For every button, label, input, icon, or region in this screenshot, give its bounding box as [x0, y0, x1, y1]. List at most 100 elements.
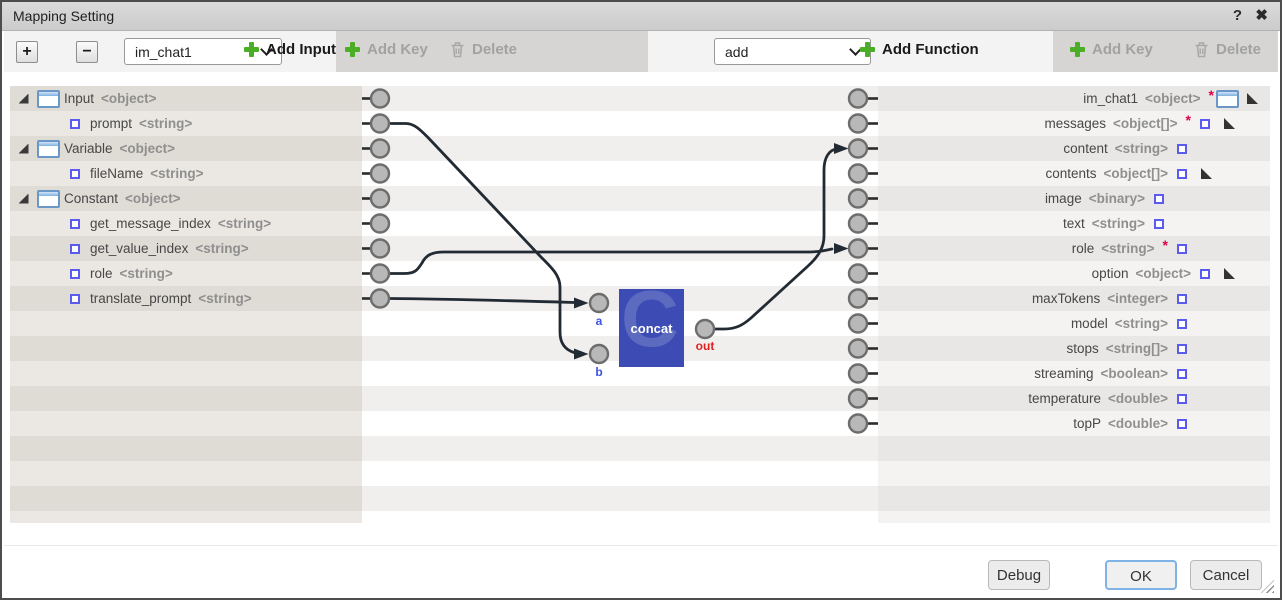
ok-button[interactable]: OK: [1105, 560, 1177, 590]
left-tree-row-role[interactable]: role <string>: [10, 261, 362, 286]
arrowhead-icon: [574, 297, 589, 309]
field-square-icon: [1168, 293, 1195, 304]
right-tree-row-model[interactable]: model<string>: [878, 311, 1270, 336]
port-right-content[interactable]: [847, 138, 869, 159]
arrowhead-icon: [834, 143, 849, 154]
left-tree-row-fileName[interactable]: fileName<string>: [10, 161, 362, 186]
right-tree-row-text[interactable]: text<string>: [878, 211, 1270, 236]
field-name: stops: [1066, 341, 1099, 356]
debug-button[interactable]: Debug: [988, 560, 1050, 590]
left-tree-row-Input[interactable]: Input<object>: [10, 86, 362, 111]
field-name: messages: [1044, 116, 1107, 131]
field-type: <string>: [150, 166, 204, 181]
function-select[interactable]: add: [714, 38, 871, 65]
expand-all-button[interactable]: +: [16, 41, 38, 63]
right-tree-row-temperature[interactable]: temperature<double>: [878, 386, 1270, 411]
port-right-image[interactable]: [847, 188, 869, 209]
port-right-model[interactable]: [847, 313, 869, 334]
left-tree-row-Constant[interactable]: Constant<object>: [10, 186, 362, 211]
tree-expander-icon[interactable]: [1195, 168, 1218, 179]
port-left-get_value_index[interactable]: [369, 238, 391, 259]
right-tree-row-content[interactable]: content<string>: [878, 136, 1270, 161]
field-name: option: [1091, 266, 1129, 281]
port-right-contents[interactable]: [847, 163, 869, 184]
tree-expander-icon[interactable]: [14, 193, 33, 204]
add-function-button[interactable]: Add Function: [860, 41, 979, 58]
field-type: <string>: [139, 116, 193, 131]
field-type: <boolean>: [1100, 366, 1168, 381]
tree-expander-icon[interactable]: [1218, 118, 1241, 129]
left-tree-row-get_message_index[interactable]: get_message_index<string>: [10, 211, 362, 236]
port-left-role[interactable]: [369, 263, 391, 284]
field-type: <string>: [119, 266, 173, 281]
object-window-icon: [1214, 89, 1241, 108]
port-right-role[interactable]: [847, 238, 869, 259]
cancel-button[interactable]: Cancel: [1190, 560, 1262, 590]
dialog-titlebar[interactable]: Mapping Setting ? ✖: [2, 2, 1280, 31]
delete-right-button[interactable]: Delete: [1194, 41, 1261, 58]
plus-icon: [860, 42, 875, 57]
port-concat-a[interactable]: [588, 292, 610, 314]
resize-grip[interactable]: [1261, 580, 1274, 593]
tree-expander-icon[interactable]: [1241, 93, 1264, 104]
port-left-translate_prompt[interactable]: [369, 288, 391, 309]
port-left-Input[interactable]: [369, 88, 391, 109]
port-right-topP[interactable]: [847, 413, 869, 434]
add-key-left-button[interactable]: Add Key: [345, 41, 428, 58]
right-tree-row-contents[interactable]: contents<object[]>: [878, 161, 1270, 186]
right-tree-row-image[interactable]: image<binary>: [878, 186, 1270, 211]
port-concat-b[interactable]: [588, 343, 610, 365]
tree-expander-icon[interactable]: [1218, 268, 1241, 279]
right-tree-row-maxTokens[interactable]: maxTokens<integer>: [878, 286, 1270, 311]
right-tree-row-streaming[interactable]: streaming<boolean>: [878, 361, 1270, 386]
tree-expander-icon[interactable]: [14, 93, 33, 104]
add-input-button[interactable]: Add Input: [244, 41, 336, 58]
right-tree-row-stops[interactable]: stops<string[]>: [878, 336, 1270, 361]
mapping-canvas[interactable]: C concat a b out: [362, 86, 878, 523]
port-left-Variable[interactable]: [369, 138, 391, 159]
field-name: Constant: [64, 191, 119, 206]
function-block-concat[interactable]: C concat: [619, 289, 684, 367]
plus-icon: [345, 42, 360, 57]
right-tree-row-messages[interactable]: messages<object[]>*: [878, 111, 1270, 136]
port-right-option[interactable]: [847, 263, 869, 284]
collapse-all-button[interactable]: −: [76, 41, 98, 63]
right-tree-row-role[interactable]: role<string>*: [878, 236, 1270, 261]
port-right-messages[interactable]: [847, 113, 869, 134]
port-concat-out[interactable]: [694, 318, 716, 340]
left-tree-row-translate_prompt[interactable]: translate_prompt<string>: [10, 286, 362, 311]
field-square-icon: [1168, 418, 1195, 429]
help-icon[interactable]: ?: [1232, 7, 1242, 24]
toolbar-disabled-group-right: [1053, 31, 1278, 72]
port-right-streaming[interactable]: [847, 363, 869, 384]
tree-expander-icon[interactable]: [14, 143, 33, 154]
field-name: role: [90, 266, 113, 281]
close-icon[interactable]: ✖: [1255, 7, 1268, 24]
port-right-temperature[interactable]: [847, 388, 869, 409]
right-tree-row-option[interactable]: option<object>: [878, 261, 1270, 286]
delete-left-button[interactable]: Delete: [450, 41, 517, 58]
right-tree-row-topP[interactable]: topP<double>: [878, 411, 1270, 436]
left-tree-row-get_value_index[interactable]: get_value_index<string>: [10, 236, 362, 261]
port-left-get_message_index[interactable]: [369, 213, 391, 234]
add-key-right-button[interactable]: Add Key: [1070, 41, 1153, 58]
field-type: <string>: [1091, 216, 1145, 231]
field-square-icon: [59, 243, 90, 254]
port-right-text[interactable]: [847, 213, 869, 234]
port-left-Constant[interactable]: [369, 188, 391, 209]
field-type: <object>: [101, 91, 157, 106]
field-type: <object[]>: [1113, 116, 1178, 131]
right-tree-row-im_chat1[interactable]: im_chat1<object>*: [878, 86, 1270, 111]
port-left-fileName[interactable]: [369, 163, 391, 184]
port-right-maxTokens[interactable]: [847, 288, 869, 309]
plus-icon: [244, 42, 259, 57]
left-tree-row-Variable[interactable]: Variable<object>: [10, 136, 362, 161]
port-label-out: out: [695, 339, 715, 353]
left-tree-row-prompt[interactable]: prompt<string>: [10, 111, 362, 136]
port-right-stops[interactable]: [847, 338, 869, 359]
field-type: <string>: [1114, 316, 1168, 331]
port-right-im_chat1[interactable]: [847, 88, 869, 109]
port-left-prompt[interactable]: [369, 113, 391, 134]
field-type: <string>: [195, 241, 249, 256]
